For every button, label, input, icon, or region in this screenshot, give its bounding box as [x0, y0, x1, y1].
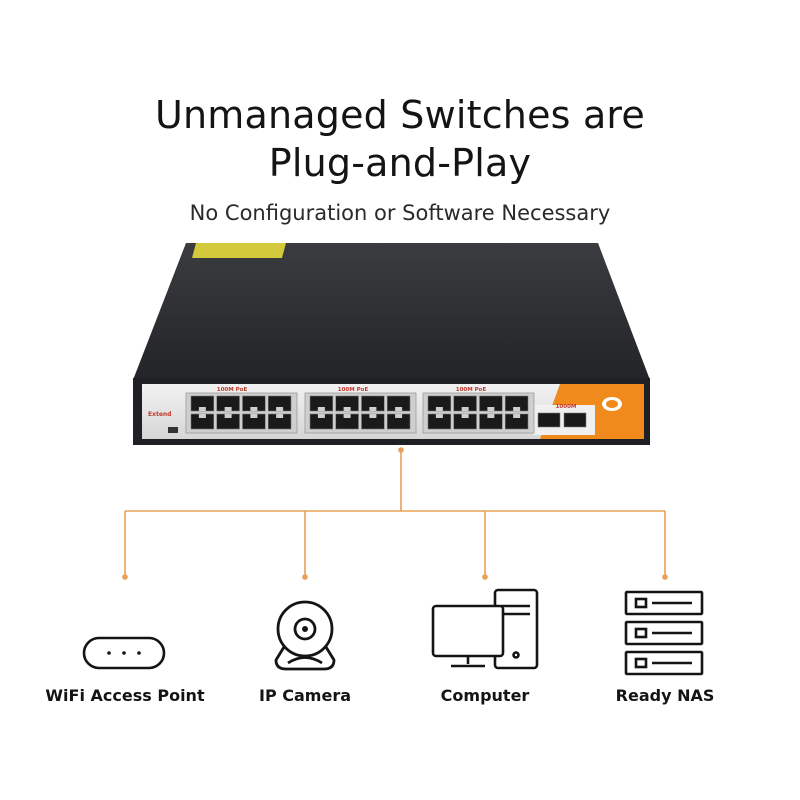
rj45-port-latch: [461, 407, 469, 411]
device-label-nas: Ready NAS: [615, 686, 715, 705]
port-array: [185, 392, 587, 434]
rj45-port-latch: [461, 414, 469, 418]
wifi-access-point-icon: [82, 636, 166, 670]
endpoint-dot-wifi: [122, 574, 128, 580]
extend-label: Extend: [148, 411, 171, 418]
page-subtitle: No Configuration or Software Necessary: [189, 201, 611, 225]
computer-icon: [431, 588, 539, 670]
rj45-port-latch: [317, 407, 325, 411]
uplink-label: 1000M: [556, 404, 577, 410]
rj45-port-latch: [276, 414, 284, 418]
rj45-port-latch: [513, 414, 521, 418]
nas-icon: [624, 590, 704, 676]
rj45-port-latch: [250, 407, 258, 411]
rj45-port-latch: [369, 414, 377, 418]
rj45-port-latch: [369, 407, 377, 411]
device-label-wifi: WiFi Access Point: [45, 686, 205, 705]
switch-label-sticker: [192, 243, 286, 258]
page-title-line-2: Plug-and-Play: [268, 141, 532, 185]
rj45-port-latch: [513, 407, 521, 411]
rj45-port-latch: [435, 414, 443, 418]
rj45-port-latch: [343, 407, 351, 411]
rj45-port-latch: [487, 407, 495, 411]
ip-camera-icon: [274, 600, 336, 671]
switch-top-surface: [133, 243, 650, 380]
page-title-line-1: Unmanaged Switches are: [154, 93, 645, 137]
rj45-port-latch: [198, 407, 206, 411]
uplink-port-1[interactable]: [537, 412, 561, 428]
network-switch: Extend 100M PoE 100M PoE 100M PoE 1000M: [133, 243, 650, 445]
uplink-port-2[interactable]: [563, 412, 587, 428]
rj45-port-latch: [317, 414, 325, 418]
rj45-port-latch: [224, 414, 232, 418]
rj45-port-latch: [250, 414, 258, 418]
top-junction-dot: [398, 447, 404, 453]
extend-toggle[interactable]: [168, 427, 178, 433]
connection-lines: [124, 450, 666, 576]
rj45-port-latch: [343, 414, 351, 418]
rj45-port-latch: [395, 414, 403, 418]
port-group-label-3: 100M PoE: [456, 387, 487, 393]
endpoint-dot-camera: [302, 574, 308, 580]
brand-logo: [602, 397, 622, 411]
rj45-port-latch: [435, 407, 443, 411]
port-group-label-2: 100M PoE: [338, 387, 369, 393]
connection-dots: [122, 447, 668, 580]
port-group-label-1: 100M PoE: [217, 387, 248, 393]
rj45-port-latch: [487, 414, 495, 418]
rj45-port-latch: [276, 407, 284, 411]
rj45-port-latch: [198, 414, 206, 418]
device-label-camera: IP Camera: [259, 686, 351, 705]
rj45-port-latch: [395, 407, 403, 411]
device-label-computer: Computer: [440, 686, 530, 705]
endpoint-dot-nas: [662, 574, 668, 580]
rj45-port-latch: [224, 407, 232, 411]
endpoint-dot-computer: [482, 574, 488, 580]
